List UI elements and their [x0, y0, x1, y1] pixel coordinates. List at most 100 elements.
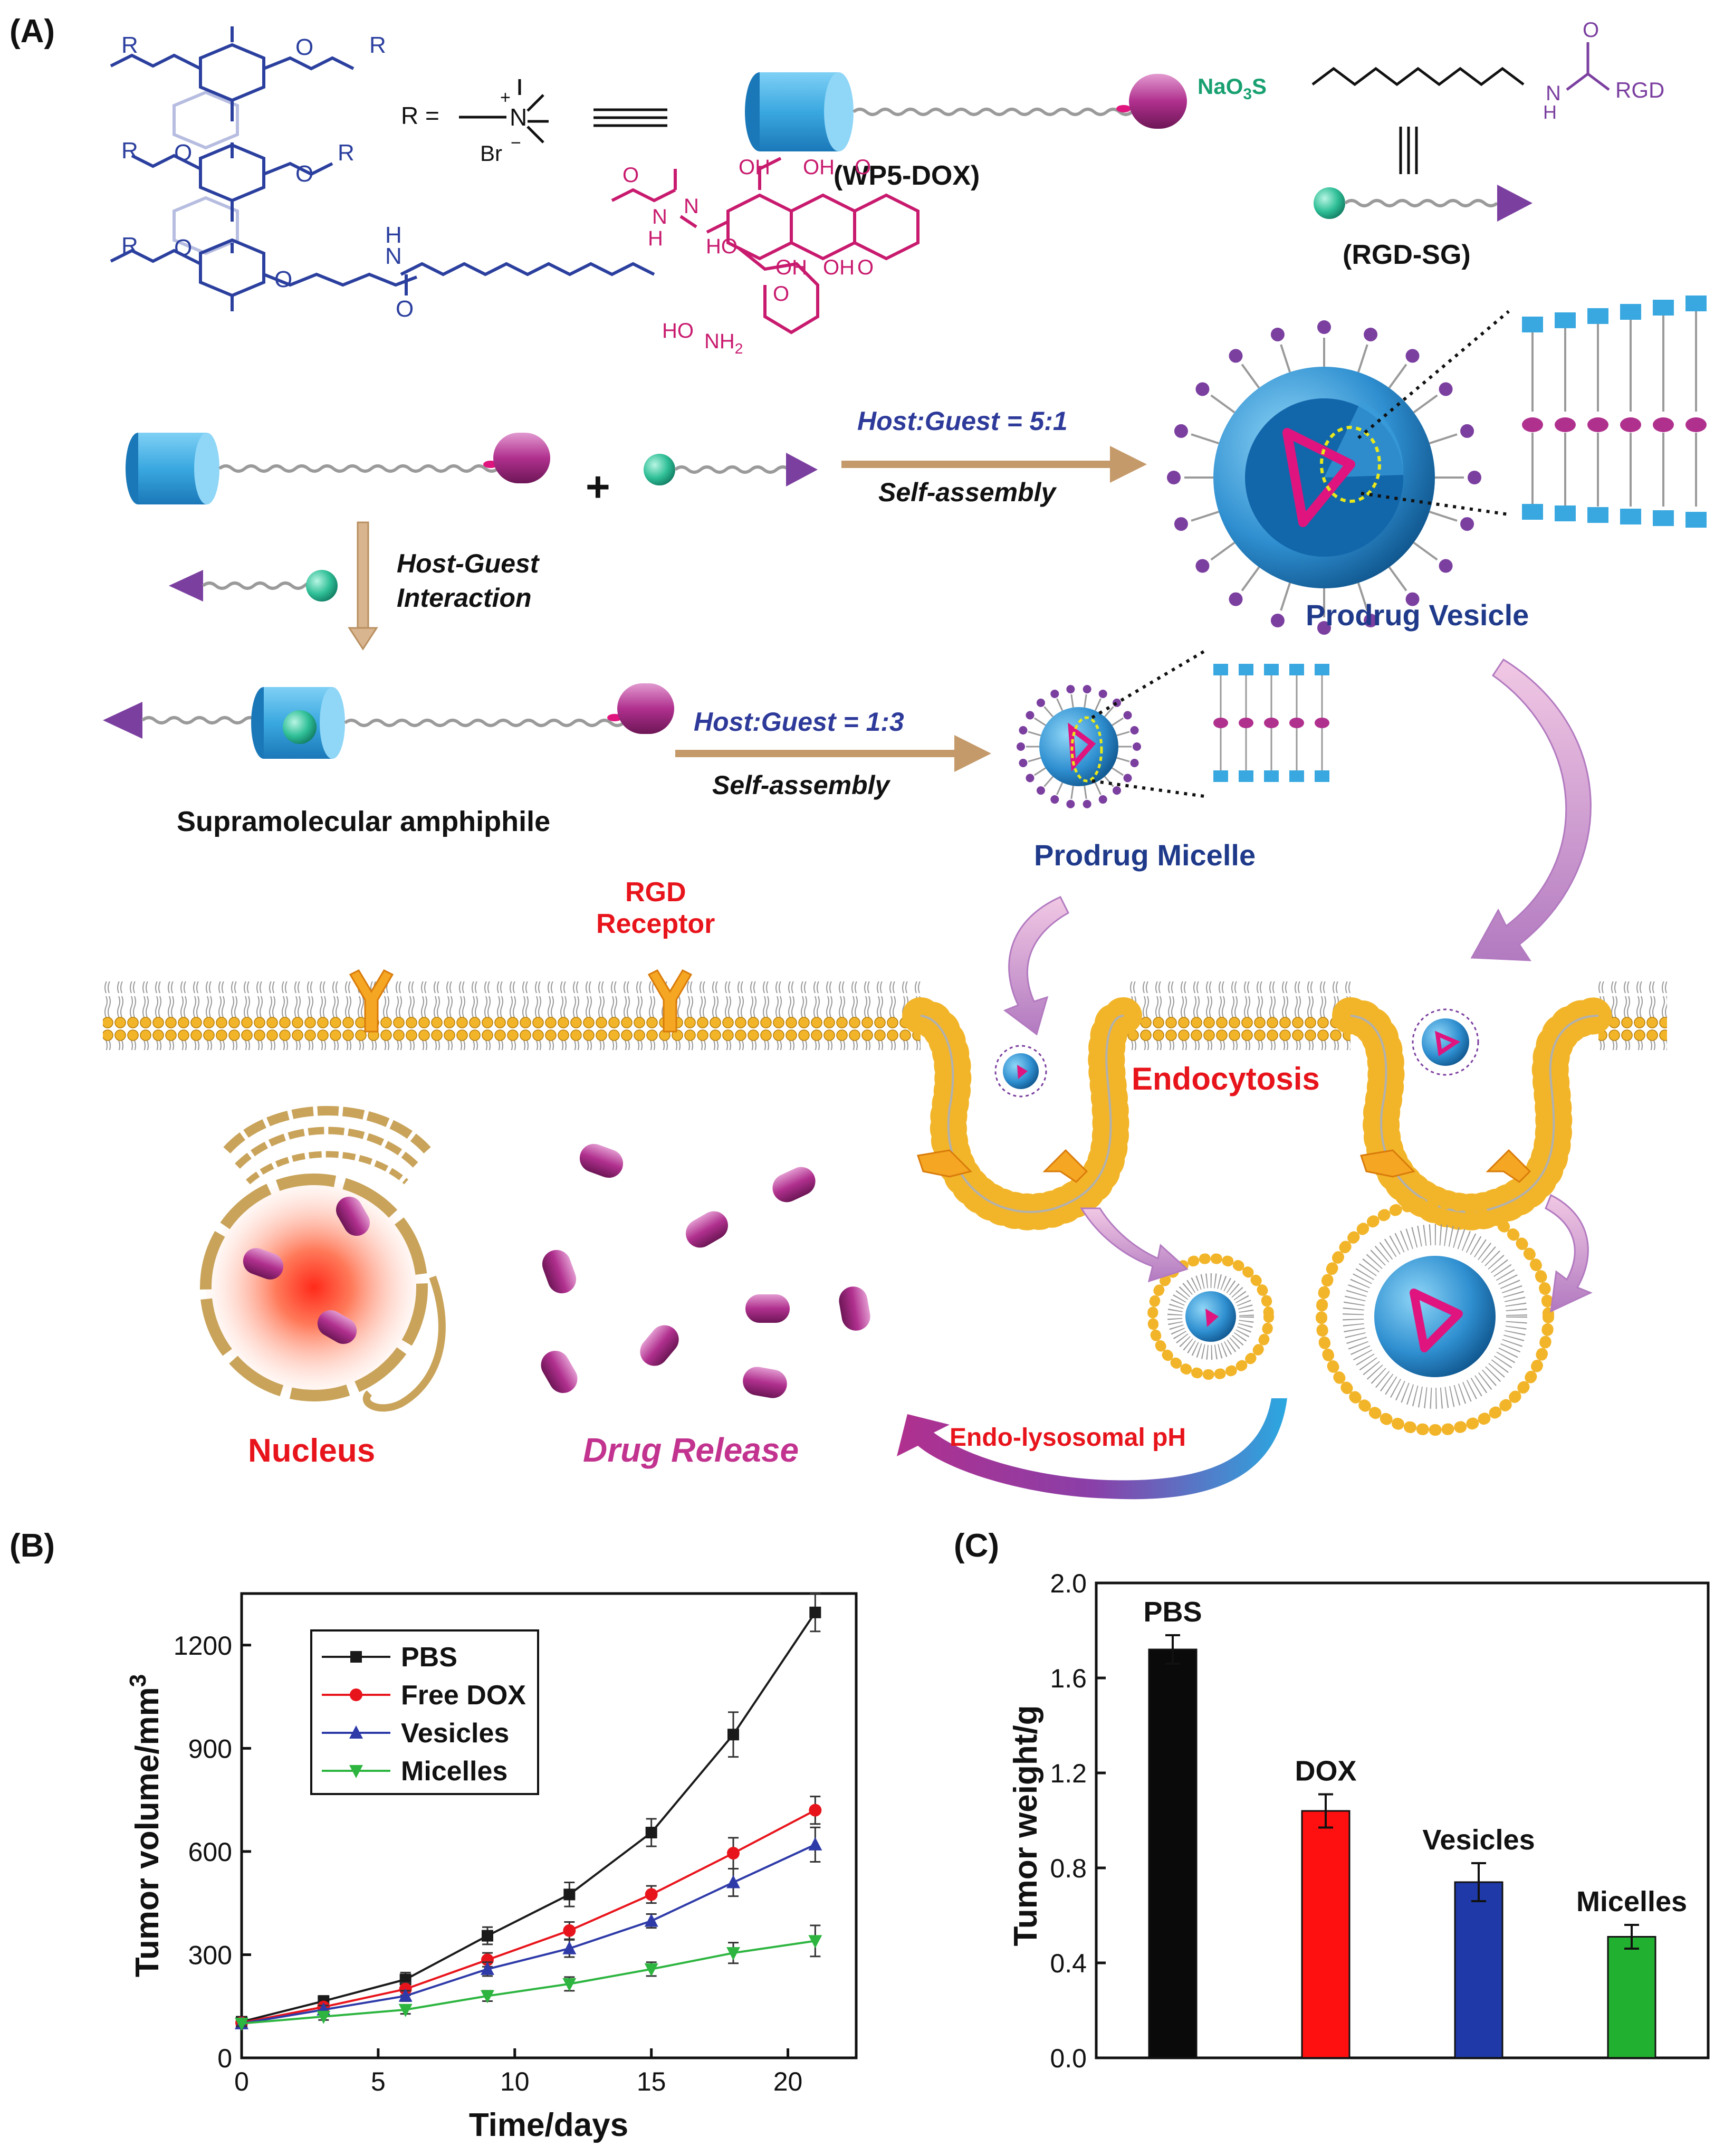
zoom-host-unit [1315, 664, 1329, 675]
nucleus-label: Nucleus [248, 1433, 375, 1469]
data-point [808, 1935, 822, 1949]
y-tick-label: 0.0 [1050, 2044, 1087, 2073]
dox-structure [611, 157, 920, 335]
vesicle-bilayer-zoom [1522, 295, 1707, 528]
rgd-ligand [1317, 621, 1331, 635]
data-point [350, 1651, 362, 1663]
h-atom: H [1543, 101, 1557, 123]
zoom-drug-unit [1620, 417, 1641, 432]
r-atom: R [338, 140, 355, 166]
micelle-spike [1056, 782, 1064, 795]
rgd-receptors [349, 969, 1531, 1183]
supramolecular-label: Supramolecular amphiphile [177, 806, 550, 837]
micelle-spike [1056, 698, 1064, 711]
micelle-spike [1116, 731, 1130, 737]
n-atom: N [652, 205, 667, 228]
zoom-host-unit [1620, 509, 1641, 524]
r-atom: R [121, 138, 138, 164]
o-atom: O [174, 235, 192, 261]
zoom-host-unit [1685, 295, 1707, 311]
rgd-ligand [1098, 795, 1107, 804]
chart-b-ylabel: Tumor volume/mm3 [125, 1674, 166, 1978]
zoom-host-unit [1213, 664, 1228, 675]
data-point [481, 1990, 494, 2004]
dox-atom-labels: O N H N OH OH O HO OH OH O O HO NH2 [622, 156, 874, 357]
ratio-label-1: Host:Guest = 5:1 [857, 406, 1068, 436]
rgd-receptor-label-1: RGD [625, 877, 686, 908]
micelle-spike [1084, 786, 1087, 799]
r-definition: R = N + Br − [401, 79, 549, 166]
data-point [726, 1875, 740, 1888]
y-tick-label: 1200 [174, 1631, 232, 1661]
vesicle-spike [1241, 364, 1260, 389]
rgd-ligand [1113, 786, 1122, 795]
zoom-host-unit [1239, 770, 1253, 782]
vesicle-spike [1280, 344, 1291, 373]
drug-capsule [839, 1286, 870, 1331]
n-atom: N [385, 243, 402, 269]
zoom-drug-unit [1289, 718, 1304, 728]
micelle-spike [1116, 757, 1130, 762]
prodrug-micelle-label: Prodrug Micelle [1034, 838, 1256, 872]
micelle-spike [1070, 694, 1074, 708]
zoom-host-unit [1315, 770, 1329, 782]
zoom-host-unit [1213, 770, 1228, 782]
micelle-spike [1094, 782, 1102, 795]
trafficking-arrows [1080, 1194, 1593, 1313]
bromide-minus: − [511, 133, 521, 153]
guest-molecule-reversed [169, 570, 338, 602]
endo-lysosomal-arrow: Endo-lysosomal pH [897, 1398, 1287, 1500]
vesicle-spike [1210, 394, 1235, 414]
rgd-ligand [1317, 320, 1331, 334]
oh-group: OH [823, 256, 855, 279]
endosome-large [1316, 1197, 1554, 1436]
zoom-host-unit [1522, 504, 1543, 520]
zoom-drug-unit [1522, 417, 1543, 432]
o-atom: O [295, 34, 313, 60]
bar [1454, 1881, 1503, 2059]
rgd-ligand [1083, 685, 1091, 694]
rgd-ligand [1405, 592, 1420, 606]
micelle-bilayer-zoom [1213, 664, 1329, 782]
data-point [563, 1888, 576, 1901]
zoom-drug-unit [1213, 718, 1228, 728]
zoom-drug-unit [1685, 417, 1707, 432]
micelle-spike [1094, 698, 1102, 711]
cell-membrane [103, 981, 1667, 1230]
rgd-ligand [1364, 327, 1378, 341]
micelle-spike [1034, 717, 1046, 726]
prodrug-vesicle [1167, 310, 1510, 635]
y-tick-label: 2.0 [1050, 1569, 1087, 1598]
h-atom: H [385, 222, 402, 248]
data-point [349, 1725, 363, 1739]
vesicle-spike [1357, 344, 1368, 373]
equivalence-symbol [593, 108, 667, 127]
o-atom: O [274, 266, 292, 292]
rgd-ligand [1123, 774, 1132, 783]
legend-label: Micelles [401, 1756, 507, 1787]
rgd-ligand [1405, 349, 1420, 363]
n-atom: N [1546, 82, 1561, 105]
equivalence-vertical [1399, 127, 1418, 174]
legend-label: Vesicles [401, 1718, 509, 1749]
series-line [241, 1611, 816, 2023]
zoom-drug-unit [1264, 718, 1279, 728]
rgd-ligand [1036, 786, 1045, 795]
self-assembly-arrow-1: Host:Guest = 5:1 Self-assembly [841, 406, 1147, 507]
host-molecule [126, 433, 550, 504]
vesicle-spike [1429, 510, 1458, 522]
o-atom: O [857, 256, 874, 279]
zoom-host-unit [1587, 308, 1608, 324]
o-atom: O [174, 140, 192, 166]
uptake-arrows [1003, 658, 1592, 1036]
tumor-weight-chart: 0.00.40.81.21.62.0PBSDOXVesiclesMicelles… [1008, 1569, 1710, 2073]
supramolecular-amphiphile: Supramolecular amphiphile [103, 683, 674, 837]
wp5-dox-label: (WP5-DOX) [834, 160, 980, 191]
data-point [644, 1963, 658, 1977]
zoom-host-unit [1620, 304, 1641, 320]
rgd-ligand [1017, 742, 1025, 751]
zoom-host-unit [1264, 770, 1279, 782]
series-free-dox [235, 1796, 822, 2029]
series-micelles [235, 1924, 822, 2031]
